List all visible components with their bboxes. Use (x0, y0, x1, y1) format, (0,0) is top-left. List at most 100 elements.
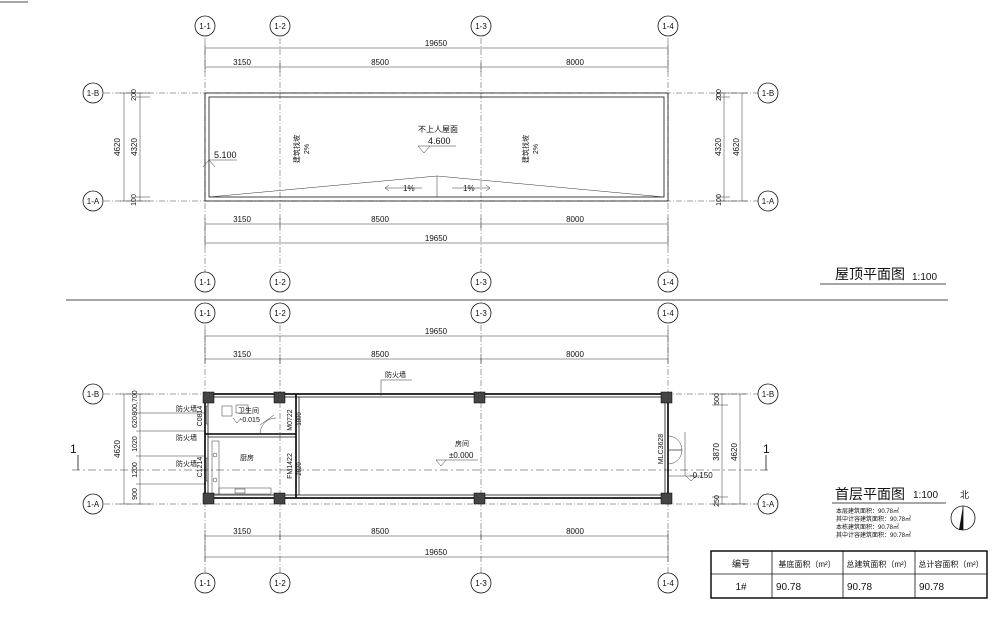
area-table: 编号 基底面积（m²） 总建筑面积（m²） 总计容面积（m²） 1# 90.78… (710, 550, 988, 599)
window-mark: C1214 (197, 457, 204, 478)
dim-left-part: 200 (131, 89, 138, 101)
dim-left-part: 100 (131, 194, 138, 206)
ground-labels: 防火墙 防火墙 防火墙 防火墙 C0814 C1214 M0722 FM1422… (176, 370, 713, 482)
axis-label: 1-4 (662, 579, 674, 588)
ground-axis-bottom: 1-1 1-2 1-3 1-4 (194, 572, 679, 594)
window-mark: C0814 (197, 406, 204, 427)
dim-total: 19650 (425, 39, 448, 48)
axis-label: 1-B (87, 390, 99, 399)
roof-note: 不上人屋面 (418, 125, 458, 134)
elev-value: 5.100 (214, 150, 237, 160)
hall-elevation: ±0.000 (449, 451, 474, 460)
roof-dims-left: 4620 4320 200 100 (113, 89, 150, 206)
slope-value: 1% (403, 184, 415, 193)
ground-axis-top: 1-1 1-2 1-3 1-4 (194, 302, 679, 324)
dim-seg: 8000 (566, 527, 584, 536)
ground-dims-left: 4620 900 1200 1020 620 800,700 (113, 390, 205, 505)
firewall-label: 防火墙 (176, 459, 197, 468)
table-cell: 90.78 (776, 582, 801, 593)
dim-seg: 8000 (566, 350, 584, 359)
dim-left-part: 4320 (130, 138, 139, 156)
ground-dims-top: 19650 3150 8500 8000 (204, 327, 669, 364)
roof-elevation-center: 不上人屋面 4.600 (417, 125, 458, 154)
axis-label: 1-A (762, 500, 775, 509)
area-note: 本层建筑面积：90.78㎡ (836, 507, 899, 515)
ground-dims-bottom: 3150 8500 8000 19650 (204, 527, 669, 562)
entrance-elevation: -0.150 (690, 471, 713, 480)
dim-right-total: 4620 (732, 138, 741, 156)
elev-value: 4.600 (428, 136, 451, 146)
dim-seg: 8500 (371, 215, 389, 224)
dim-right-total: 4620 (730, 443, 739, 461)
dim-seg: 8000 (566, 58, 584, 67)
area-note: 其中计容建筑面积：90.78㎡ (836, 515, 911, 523)
ground-columns (202, 391, 673, 505)
section-mark-left: 1 (70, 442, 77, 456)
axis-label: 1-4 (662, 309, 674, 318)
dim-right-part: 250 (714, 495, 721, 507)
dim-left-total: 4620 (113, 138, 122, 156)
firewall-label: 防火墙 (385, 370, 406, 379)
ground-walls (204, 393, 669, 499)
room-kitchen: 厨房 (240, 453, 254, 462)
roof-valley-right (436, 175, 665, 198)
axis-label: 1-3 (475, 22, 487, 31)
area-note: 其中计容建筑面积：90.78㎡ (836, 531, 911, 539)
roof-plan: 1-1 1-2 1-3 1-4 1-1 1-2 1-3 1-4 1-B 1-A … (82, 15, 946, 293)
firewall-label: 防火墙 (176, 404, 197, 413)
dim-right-part: 500 (714, 393, 721, 405)
dim-seg: 3150 (233, 527, 251, 536)
axis-label: 1-4 (662, 278, 674, 287)
table-header: 编号 (732, 558, 750, 569)
roof-valley-left (208, 175, 438, 198)
kitchen-fixtures (211, 440, 272, 495)
roof-elevation-left: 5.100 (202, 150, 237, 168)
ground-title: 首层平面图 (835, 486, 905, 502)
table-cell: 90.78 (847, 582, 872, 593)
slope-value: 2% (533, 144, 540, 154)
roof-dims-right: 200 4320 100 4620 (714, 89, 748, 206)
roof-parapet (208, 96, 665, 198)
dim-left-part: 800,700 (132, 390, 139, 415)
roof-title: 屋顶平面图 (835, 266, 905, 282)
axis-label: 1-A (762, 197, 775, 206)
ground-scale: 1:100 (913, 490, 938, 501)
axis-label: 1-2 (274, 579, 286, 588)
north-label: 北 (960, 490, 969, 500)
dim-left-part: 1020 (132, 436, 139, 452)
axis-label: 1-B (87, 89, 99, 98)
door-mark: MLC3628 (658, 434, 665, 464)
room-hall: 房间 (455, 439, 469, 448)
table-header: 总建筑面积（m²） (846, 559, 911, 569)
dim-total: 19650 (425, 234, 448, 243)
dim-left-part: 620 (132, 416, 139, 428)
axis-label: 1-1 (199, 309, 211, 318)
dim-seg: 3150 (233, 215, 251, 224)
dim-left-part: 900 (132, 488, 139, 500)
table-header: 总计容面积（m²） (918, 559, 983, 569)
dim-left-part: 1200 (132, 462, 139, 478)
slope-value: 1% (463, 184, 475, 193)
axis-label: 1-A (87, 197, 100, 206)
section-mark-right: 1 (763, 442, 770, 456)
inner-dim: 1800 (297, 412, 303, 426)
axis-label: 1-3 (475, 309, 487, 318)
dim-seg: 8500 (371, 350, 389, 359)
ground-dims-right: 500 3870 250 4620 (712, 393, 746, 507)
roof-axis-bottom: 1-1 1-2 1-3 1-4 (194, 271, 679, 293)
dim-seg: 3150 (233, 350, 251, 359)
axis-label: 1-2 (274, 22, 286, 31)
firewall-label: 防火墙 (176, 433, 197, 442)
axis-label: 1-B (762, 89, 774, 98)
roof-slope-right: 建筑找坡 2% (521, 135, 540, 163)
dim-right-part: 200 (716, 89, 723, 101)
roof-dims-top: 19650 3150 8500 8000 (204, 39, 669, 72)
dim-seg: 3150 (233, 58, 251, 67)
slope-label: 建筑找坡 (521, 135, 530, 163)
axis-label: 1-2 (274, 309, 286, 318)
axis-label: 1-4 (662, 22, 674, 31)
axis-label: 1-B (762, 390, 774, 399)
door-mark: M0722 (287, 409, 294, 431)
